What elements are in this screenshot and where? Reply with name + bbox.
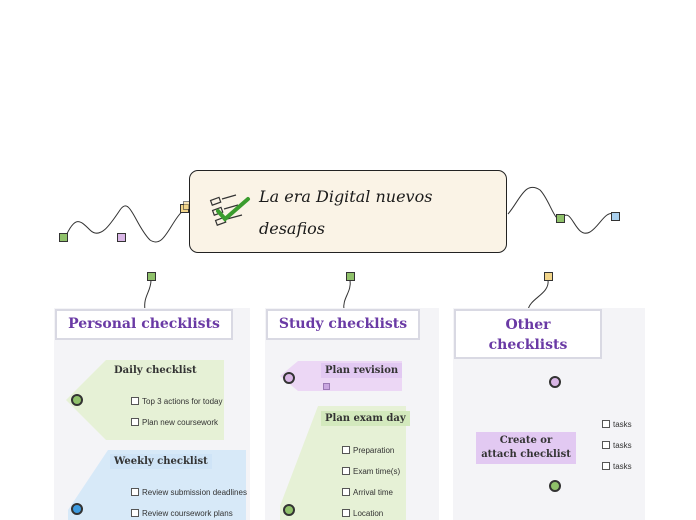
checklist-icon xyxy=(209,194,250,226)
topic-daily-checklist[interactable]: Daily checklist xyxy=(110,363,201,378)
checkbox-icon[interactable] xyxy=(602,462,610,470)
header-study-checklists[interactable]: Study checklists xyxy=(266,309,420,340)
list-item[interactable]: Plan new coursework xyxy=(131,418,218,427)
branch-node[interactable] xyxy=(346,272,355,281)
exam-group-bg xyxy=(280,406,406,520)
checkbox-icon[interactable] xyxy=(602,420,610,428)
connector-node[interactable] xyxy=(59,233,68,242)
list-item[interactable]: Location xyxy=(342,509,383,518)
topic-plan-exam-day[interactable]: Plan exam day xyxy=(321,411,410,426)
checkbox-icon[interactable] xyxy=(131,509,139,517)
list-item[interactable]: tasks xyxy=(602,462,632,471)
header-personal-checklists[interactable]: Personal checklists xyxy=(55,309,233,340)
connector-node[interactable] xyxy=(117,233,126,242)
weekly-node[interactable] xyxy=(71,503,83,515)
list-item[interactable]: Exam time(s) xyxy=(342,467,400,476)
list-item[interactable]: Review submission deadlines xyxy=(131,488,247,497)
other-bottom-node[interactable] xyxy=(549,480,561,492)
connector-node[interactable] xyxy=(611,212,620,221)
checkbox-icon[interactable] xyxy=(342,467,350,475)
checkbox-icon[interactable] xyxy=(131,488,139,496)
exam-node[interactable] xyxy=(283,504,295,516)
list-item[interactable]: Preparation xyxy=(342,446,394,455)
header-other-checklists[interactable]: Other checklists xyxy=(454,309,602,359)
branch-node[interactable] xyxy=(147,272,156,281)
checkbox-icon[interactable] xyxy=(342,488,350,496)
central-topic[interactable]: La era Digital nuevos desafios xyxy=(189,170,507,253)
topic-weekly-checklist[interactable]: Weekly checklist xyxy=(110,454,212,469)
checkbox-icon[interactable] xyxy=(602,441,610,449)
list-item[interactable]: Top 3 actions for today xyxy=(131,397,223,406)
checkbox-icon[interactable] xyxy=(131,397,139,405)
branch-node[interactable] xyxy=(544,272,553,281)
daily-group-bg xyxy=(66,360,224,440)
list-item[interactable]: Review coursework plans xyxy=(131,509,233,518)
other-top-node[interactable] xyxy=(549,376,561,388)
central-title: La era Digital nuevos desafios xyxy=(259,187,433,238)
list-item[interactable]: tasks xyxy=(602,441,632,450)
checkbox-icon[interactable] xyxy=(342,509,350,517)
connector-node[interactable] xyxy=(556,214,565,223)
list-item[interactable]: Arrival time xyxy=(342,488,393,497)
list-item[interactable]: tasks xyxy=(602,420,632,429)
checkbox-icon[interactable] xyxy=(342,446,350,454)
daily-node[interactable] xyxy=(71,394,83,406)
checkbox-icon[interactable] xyxy=(131,418,139,426)
topic-create-or-attach-checklist[interactable]: Create or attach checklist xyxy=(476,432,576,464)
topic-plan-revision[interactable]: Plan revision xyxy=(321,363,403,378)
notes-icon[interactable] xyxy=(323,383,330,390)
revision-node[interactable] xyxy=(283,372,295,384)
